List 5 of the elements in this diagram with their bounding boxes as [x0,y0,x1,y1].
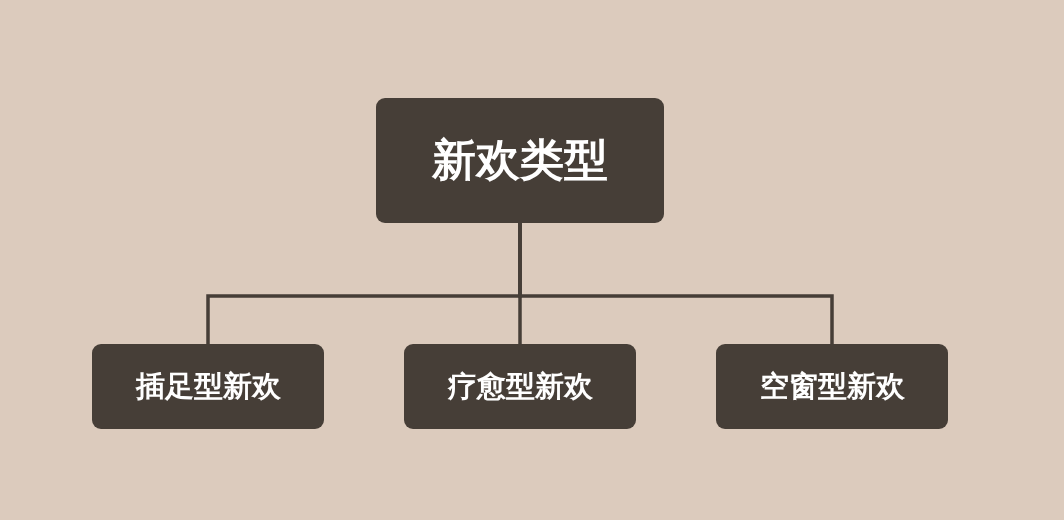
connector-line [518,223,834,344]
category-box: 插足型新欢 [92,344,324,429]
category-box: 疗愈型新欢 [404,344,636,429]
title-box: 新欢类型 [376,98,664,223]
category-box: 空窗型新欢 [716,344,948,429]
